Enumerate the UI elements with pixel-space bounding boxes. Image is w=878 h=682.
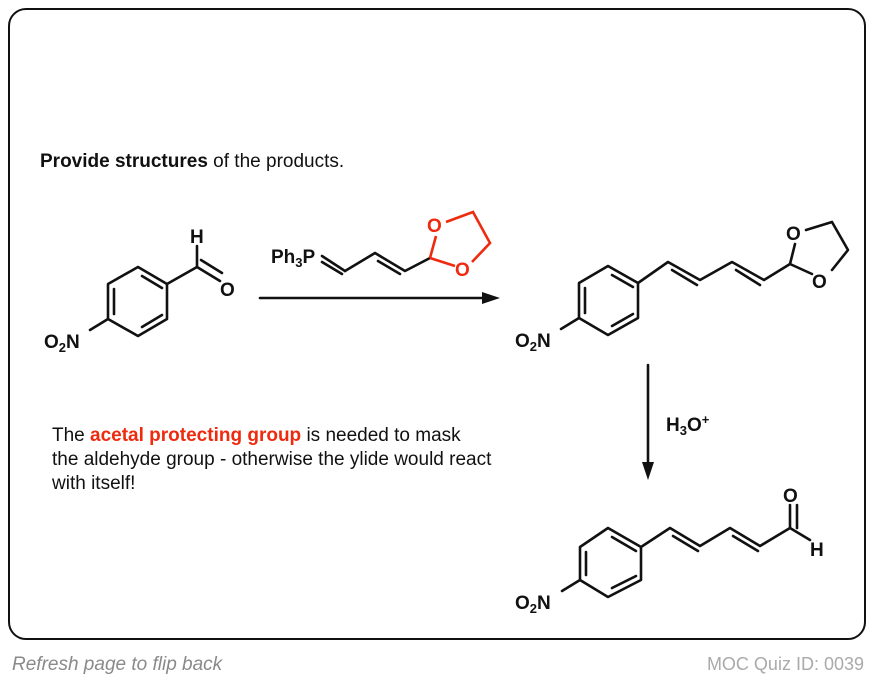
ylide-reagent: Ph3P O O <box>271 210 492 281</box>
aldehyde-o-label: O <box>783 486 798 507</box>
quiz-id: MOC Quiz ID: 0039 <box>706 654 864 674</box>
acetal-o-top: O <box>427 216 442 237</box>
acetal-o-bottom: O <box>455 260 470 281</box>
note-highlight: acetal protecting group <box>90 425 302 446</box>
starting-material-4-nitrobenzaldehyde: H O O2N <box>44 227 235 355</box>
note-pre: The <box>52 425 91 446</box>
acetal-o-top: O <box>786 224 801 245</box>
flip-back-hint: Refresh page to flip back <box>12 654 223 675</box>
wittig-product-acetal: O O O2N <box>515 220 850 354</box>
ph3p-label: Ph3P <box>271 247 316 270</box>
quiz-card <box>8 8 866 640</box>
nitro-label: O2N <box>515 593 551 616</box>
hydrolysis-arrow: H3O+ <box>642 363 710 480</box>
nitro-label: O2N <box>515 331 551 354</box>
note-post: is needed to mask the aldehyde group - o… <box>52 425 492 494</box>
final-product-dienal: O H O2N <box>515 486 824 616</box>
prompt-bold: Provide structures <box>40 151 208 172</box>
aldehyde-o-label: O <box>220 280 235 301</box>
explanation-note: The acetal protecting group is needed to… <box>52 424 492 496</box>
acetal-o-bottom: O <box>812 272 827 293</box>
prompt-rest: of the products. <box>207 151 345 172</box>
question-prompt: Provide structures of the products. <box>40 151 344 173</box>
reaction-arrow <box>258 292 500 304</box>
h3o-plus-label: H3O+ <box>666 412 710 438</box>
aldehyde-h-label: H <box>190 227 204 248</box>
nitro-label: O2N <box>44 332 80 355</box>
aldehyde-h-label: H <box>810 540 824 561</box>
